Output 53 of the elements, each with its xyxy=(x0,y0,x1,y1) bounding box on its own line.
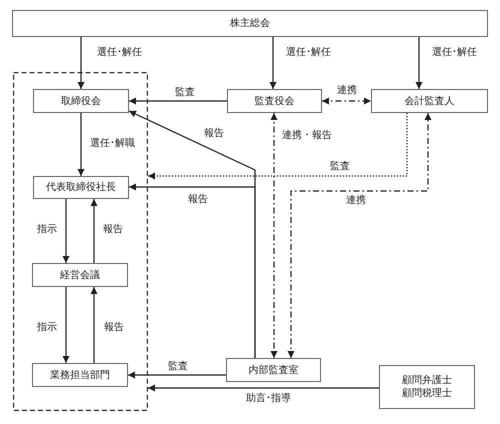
dash-dot-double-headed-arrow xyxy=(270,113,278,358)
arrow xyxy=(128,372,226,378)
arrow xyxy=(78,37,84,89)
edge-label: 報告 xyxy=(188,195,208,205)
dash-dot-double-headed-arrow xyxy=(322,98,371,104)
edge-label: 選任･解任 xyxy=(432,48,477,58)
arrow xyxy=(129,184,256,358)
unit-name: 監査役会 xyxy=(254,94,294,108)
unit-name: 内部監査室 xyxy=(248,364,298,376)
arrow xyxy=(90,199,98,263)
unit-name: 顧問弁護士 xyxy=(402,374,452,387)
edge-label: 監査 xyxy=(175,88,195,98)
arrow xyxy=(416,37,422,89)
edge-label: 連携・報告 xyxy=(282,131,332,141)
arrow xyxy=(62,199,70,263)
unit-name: 経営会議 xyxy=(60,268,100,282)
edge-label: 選任･解任 xyxy=(286,48,331,58)
arrow xyxy=(148,384,379,392)
dashed-group-frame xyxy=(13,72,148,411)
org-unit-box xyxy=(32,263,128,287)
dash-dot-double-headed-arrow xyxy=(288,113,432,358)
edge-label: 報告 xyxy=(204,129,224,139)
arrow xyxy=(90,287,98,363)
unit-name: 取締役会 xyxy=(61,94,101,108)
org-unit-box xyxy=(371,89,488,113)
edge-label: 報告 xyxy=(104,323,124,333)
org-unit-box xyxy=(379,365,475,409)
unit-name: 業務担当部門 xyxy=(50,368,110,382)
edge-label: 指示 xyxy=(37,225,57,235)
arrow xyxy=(78,113,84,176)
dotted-arrow xyxy=(148,113,408,180)
org-unit-box xyxy=(33,176,129,199)
org-unit-box xyxy=(227,89,322,113)
org-unit-box xyxy=(12,10,488,37)
org-unit-box xyxy=(33,89,129,113)
edge-label: 連携 xyxy=(346,196,366,206)
arrow xyxy=(129,98,227,104)
org-unit-box xyxy=(226,358,321,382)
edge-label: 監査 xyxy=(168,362,188,372)
edge-label: 連携 xyxy=(337,86,357,96)
edge-label: 監査 xyxy=(330,162,350,172)
arrow xyxy=(270,37,276,89)
edge-label: 助言･指導 xyxy=(246,394,291,404)
edge-label: 選任･解職 xyxy=(90,139,135,149)
edge-label: 指示 xyxy=(37,323,57,333)
edge-label: 選任･解任 xyxy=(97,48,142,58)
edge-label: 報告 xyxy=(103,225,123,235)
arrow xyxy=(62,287,70,363)
unit-name: 顧問税理士 xyxy=(402,387,452,400)
org-unit-box xyxy=(32,363,128,387)
unit-name: 代表取締役社長 xyxy=(46,181,116,194)
unit-name: 株主総会 xyxy=(230,17,270,30)
unit-name: 会計監査人 xyxy=(404,94,454,108)
